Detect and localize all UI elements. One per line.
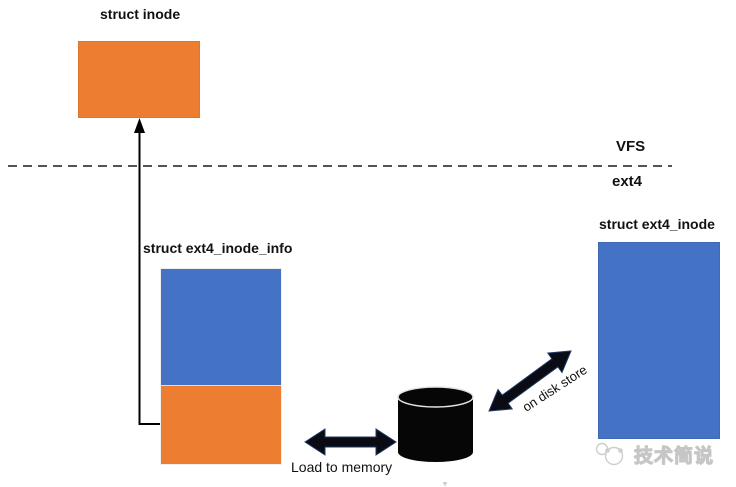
- watermark: 技术简说: [593, 440, 714, 468]
- disk-cylinder-top-icon: [397, 386, 474, 408]
- memory-transfer-arrow-icon: [304, 428, 397, 456]
- label-struct-inode: struct inode: [100, 6, 181, 22]
- label-load-to-memory: Load to memory: [291, 459, 393, 475]
- ext4-inode-info-orange-part: [161, 385, 281, 464]
- watermark-logo-icon: [595, 442, 624, 466]
- vfs-inode-box: [78, 41, 200, 118]
- label-struct-ext4-inode-info: struct ext4_inode_info: [143, 240, 293, 256]
- inode-link-arrow-line: [138, 132, 160, 425]
- inode-link-arrow-head-icon: [134, 118, 145, 133]
- ext4-inode-info-box: [160, 268, 282, 465]
- ext4-inode-box: [598, 242, 720, 439]
- watermark-text: 技术简说: [633, 445, 715, 467]
- cropped-text-artifact: [443, 482, 447, 486]
- label-vfs-layer: VFS: [616, 138, 646, 155]
- label-struct-ext4-inode: struct ext4_inode: [599, 216, 715, 232]
- ext4-inode-info-blue-part: [161, 269, 281, 385]
- disk-transfer-arrow-icon: [488, 350, 572, 412]
- disk-cylinder-icon: [398, 397, 473, 462]
- label-ext4-layer: ext4: [612, 173, 643, 190]
